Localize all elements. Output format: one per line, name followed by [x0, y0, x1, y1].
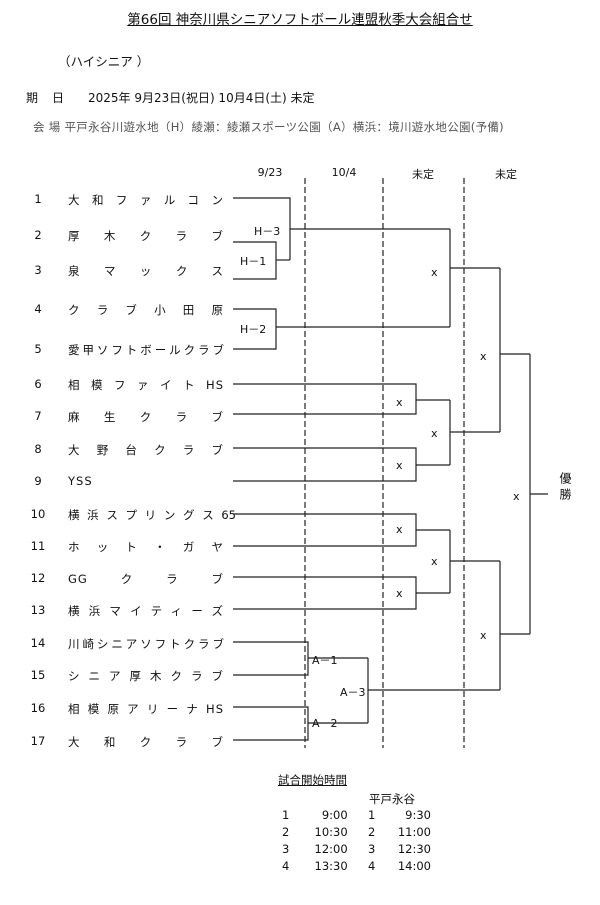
undecided-mark: x — [480, 629, 487, 642]
match-label-a1: A－1 — [312, 654, 338, 667]
schedule-title: 試合開始時間 — [278, 773, 347, 787]
match-label-h1: H－1 — [240, 255, 267, 268]
start-time: 9:30 — [405, 808, 431, 822]
slot-number: 4 — [282, 859, 290, 873]
undecided-mark: x — [480, 350, 487, 363]
team-number: 11 — [30, 539, 46, 553]
team-number: 8 — [34, 442, 42, 456]
team-number: 6 — [34, 377, 42, 391]
team-number: 3 — [34, 263, 42, 277]
team-number: 13 — [30, 603, 46, 617]
team-name: 横浜スプリングス65 — [68, 508, 236, 522]
start-time: 12:30 — [397, 842, 431, 856]
bracket-line — [233, 706, 309, 741]
team-number: 1 — [34, 192, 42, 206]
period-dates: 2025年 9月23日(祝日) 10月4日(土) 未定 — [88, 91, 315, 105]
bracket-line — [233, 641, 309, 676]
team-name: 泉マックス — [68, 264, 224, 278]
team-name: 川崎シニアソフトクラブ — [68, 637, 224, 651]
undecided-mark: x — [431, 427, 438, 440]
champion-label: 優勝 — [558, 472, 572, 504]
team-number: 12 — [30, 571, 46, 585]
team-name: 愛甲ソフトボールクラブ — [68, 343, 224, 357]
schedule-row: 4 13:30 4 14:00 — [282, 859, 431, 873]
page-title: 第66回 神奈川県シニアソフトボール連盟秋季大会組合せ — [127, 12, 473, 28]
slot-number: 2 — [367, 825, 376, 839]
team-name: 厚木クラブ — [68, 229, 224, 243]
team-number: 4 — [34, 302, 42, 316]
round-header-4: 未定 — [495, 168, 517, 181]
bracket-line — [233, 308, 277, 350]
team-name: YSS — [68, 474, 93, 488]
undecided-mark: x — [431, 266, 438, 279]
match-label-h3: H－3 — [254, 225, 281, 238]
undecided-mark: x — [396, 523, 403, 536]
slot-number: 3 — [367, 842, 376, 856]
schedule-venue: 平戸永谷 — [369, 792, 415, 806]
slot-number: 1 — [282, 808, 290, 822]
undecided-mark: x — [396, 459, 403, 472]
match-label-h2: H－2 — [240, 323, 267, 336]
bracket-line — [233, 576, 417, 610]
undecided-mark: x — [396, 396, 403, 409]
team-name: 相模ファイトHS — [68, 378, 224, 392]
team-number: 14 — [30, 636, 46, 650]
team-name: 麻生クラブ — [68, 410, 224, 424]
team-name: 相模原アリーナHS — [68, 702, 224, 716]
start-time: 12:00 — [314, 842, 348, 856]
division-subtitle: （ハイシニア ） — [58, 54, 150, 69]
team-number: 7 — [34, 409, 42, 423]
round-header-3: 未定 — [412, 168, 434, 181]
start-time: 14:00 — [397, 859, 431, 873]
round-header-1: 9/23 — [257, 166, 283, 179]
match-label-a2: A－2 — [312, 717, 338, 730]
schedule-row: 2 10:30 2 11:00 — [282, 825, 431, 839]
start-time: 13:30 — [314, 859, 348, 873]
team-number: 9 — [34, 474, 42, 488]
match-label-a3: A－3 — [340, 686, 366, 699]
team-number: 2 — [34, 228, 42, 242]
round-header-2: 10/4 — [331, 166, 357, 179]
round-separators — [304, 178, 465, 748]
team-number: 16 — [30, 701, 46, 715]
team-name: ホット・ガヤ — [68, 540, 224, 554]
team-number: 10 — [30, 507, 46, 521]
venue-info: 会 場 平戸永谷川遊水地（H）綾瀬：綾瀬スポーツ公園（A）横浜：境川遊水地公園(… — [33, 120, 504, 134]
start-time: 10:30 — [314, 825, 348, 839]
bracket-line — [233, 197, 291, 260]
start-time: 9:00 — [321, 808, 348, 822]
bracket-line — [233, 513, 417, 547]
team-number: 5 — [34, 342, 42, 356]
slot-number: 2 — [282, 825, 290, 839]
slot-number: 4 — [367, 859, 376, 873]
team-number: 17 — [30, 734, 46, 748]
schedule-row: 3 12:00 3 12:30 — [282, 842, 431, 856]
bracket-line — [233, 447, 417, 482]
schedule-row: 1 9:00 1 9:30 — [282, 808, 431, 822]
team-name: クラブ小田原 — [68, 303, 224, 317]
team-name: GGクラブ — [68, 572, 224, 586]
slot-number: 1 — [367, 808, 376, 822]
period-label: 期日 — [26, 91, 79, 105]
team-name: 大和ファルコン — [68, 193, 224, 207]
team-name: 大野台クラブ — [68, 443, 224, 457]
undecided-mark: x — [396, 587, 403, 600]
slot-number: 3 — [282, 842, 290, 856]
team-name: 横浜マイティーズ — [68, 604, 224, 618]
team-name: 大和クラブ — [68, 735, 224, 749]
undecided-mark: x — [431, 555, 438, 568]
undecided-mark: x — [513, 490, 520, 503]
team-name: シニア厚木クラブ — [68, 669, 224, 683]
team-number: 15 — [30, 668, 46, 682]
start-time: 11:00 — [397, 825, 431, 839]
bracket-line — [233, 383, 417, 415]
